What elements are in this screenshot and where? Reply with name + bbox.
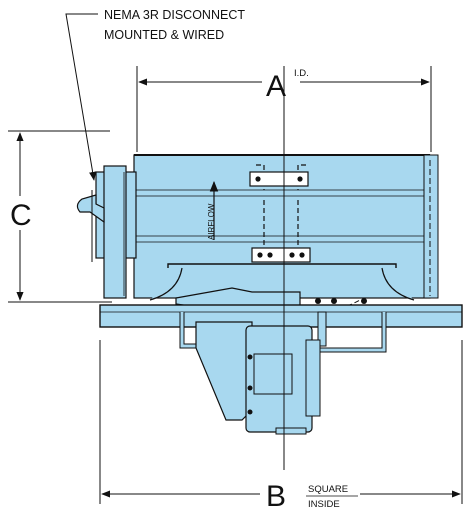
motor-junction-box [253,353,293,395]
airflow-indicator: AIRFLOW [207,180,219,240]
dimension-b-note-1: SQUARE [308,484,348,495]
dimension-b-note-2: INSIDE [308,499,340,510]
dimension-c: C [8,130,112,303]
inlet-cone-top [167,263,397,268]
motor-bolt-3 [247,409,253,415]
inlet-bolt-2 [331,298,337,304]
bearing-upper-block [249,171,309,187]
bearing-lower-bolt-3 [289,252,295,258]
inlet-cone-left [149,267,183,301]
motor-bolt-2 [247,385,253,391]
bearing-upper-bolt-1 [255,176,261,182]
callout-line-1: NEMA 3R DISCONNECT [104,8,245,22]
motor-frame-post-right [317,311,327,347]
callout-leader [65,13,98,181]
motor-pulley-guard [195,321,253,421]
dimension-a-letter: A [266,70,286,103]
airflow-label: AIRFLOW [207,203,216,240]
nema-disconnect-box [76,165,137,299]
inlet-bolt-3 [361,298,367,304]
bearing-upper [249,171,309,187]
bearing-lower [251,247,311,263]
dimension-b-letter: B [266,480,286,513]
motor-frame-right-inner [320,312,386,352]
motor [195,321,321,435]
curb-base [99,304,463,328]
disconnect-handle [76,194,105,224]
disconnect-box-plate [103,165,127,299]
bearing-lower-bolt-4 [299,252,305,258]
callout-line-2: MOUNTED & WIRED [104,28,224,42]
bearing-upper-bolt-2 [297,176,303,182]
housing-right-flange [423,154,439,299]
inlet-bolt-1 [315,298,321,304]
dimension-a-note: I.D. [294,68,309,79]
curb-base-plate [99,304,463,328]
disconnect-callout: NEMA 3R DISCONNECT MOUNTED & WIRED [65,8,245,181]
bearing-lower-block [251,247,311,263]
motor-foot [275,427,307,435]
dimension-a: A I.D. [136,66,432,152]
dimension-b: B SQUARE INSIDE [99,340,463,513]
bearing-lower-bolt-1 [257,252,263,258]
inlet-cone-right [381,267,415,301]
motor-end-bell [305,339,321,417]
bearing-lower-bolt-2 [267,252,273,258]
fan-housing [133,154,439,299]
dimension-c-letter: C [10,199,32,232]
motor-bolt-1 [247,354,253,360]
